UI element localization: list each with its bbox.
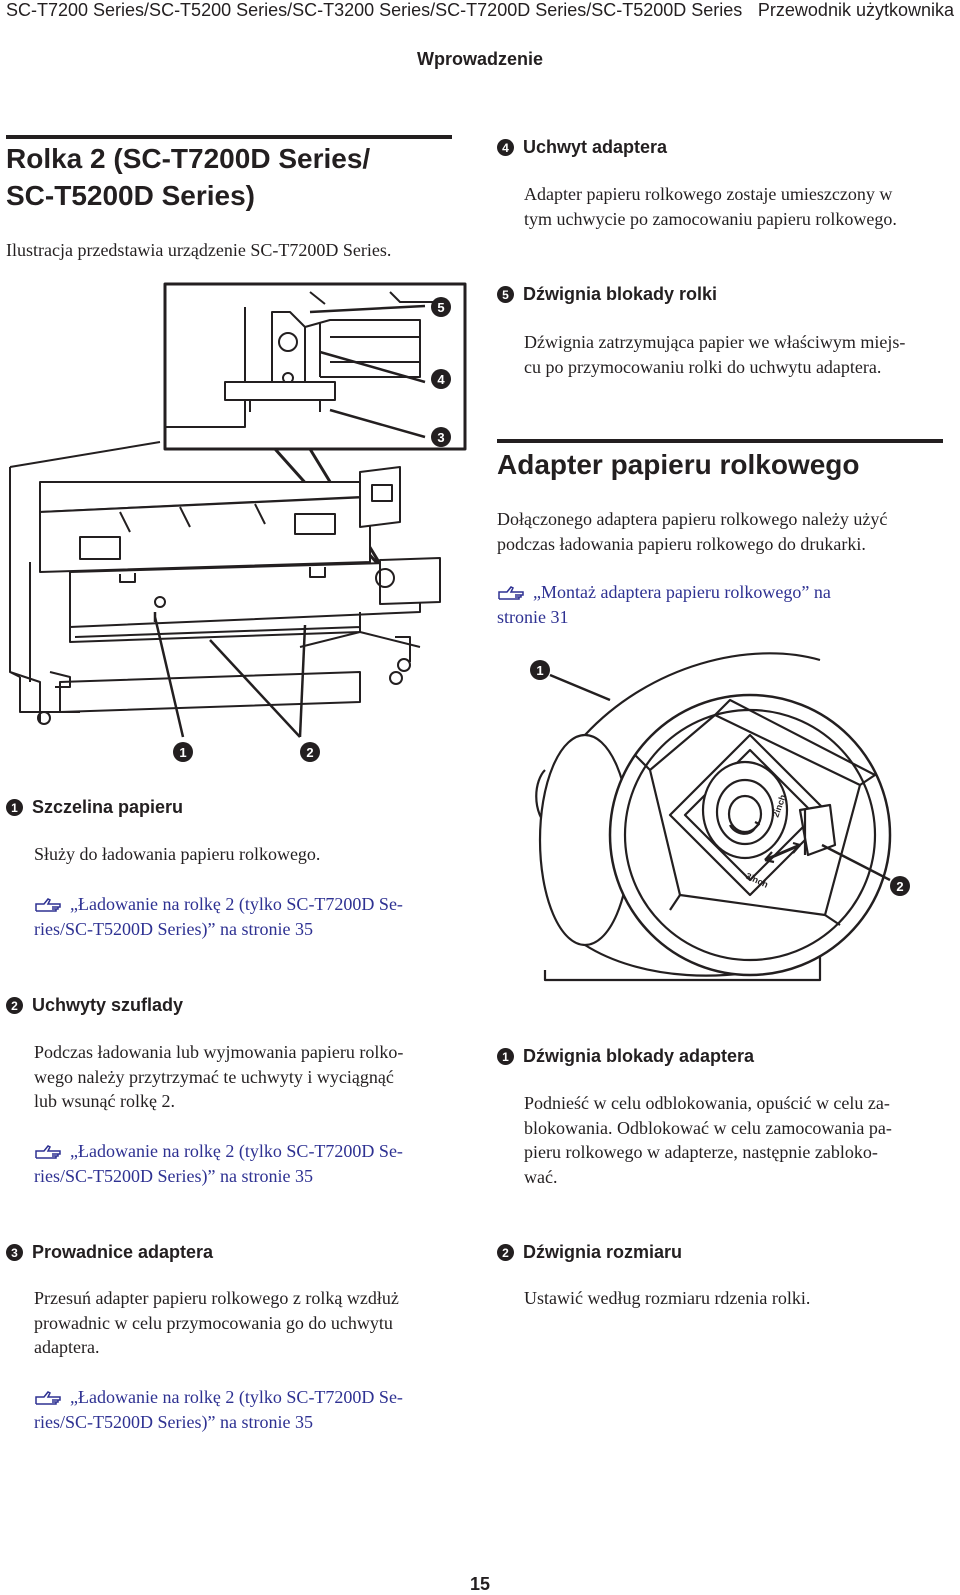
adapter-callout-badge-2 bbox=[890, 876, 910, 896]
callout-2: 2 bbox=[306, 745, 313, 760]
pointing-hand-icon bbox=[498, 586, 524, 600]
header-series: SC-T7200 Series/SC-T5200 Series/SC-T3200… bbox=[6, 0, 743, 20]
pointing-hand-icon bbox=[35, 1145, 61, 1159]
callout-badge-2 bbox=[300, 742, 320, 762]
roll2-intro: Ilustracja przedstawia urządzenie SC-T72… bbox=[6, 240, 392, 260]
link-loading-roll2-1[interactable]: „Ładowanie na rolkę 2 (tylko SC-T7200D S… bbox=[34, 894, 403, 939]
heading-rule-left bbox=[6, 135, 452, 139]
page-number: 15 bbox=[469, 1574, 491, 1594]
link-loading-roll2-2[interactable]: „Ładowanie na rolkę 2 (tylko SC-T7200D S… bbox=[34, 1141, 403, 1186]
adapter-callout-badge-1 bbox=[530, 660, 550, 680]
item-size-lever-text: Ustawić według rozmiaru rdzenia rolki. bbox=[524, 1288, 811, 1308]
adapter-callout-1: 1 bbox=[536, 663, 543, 678]
callout-badge-5 bbox=[431, 297, 451, 317]
link-loading-roll2-3[interactable]: „Ładowanie na rolkę 2 (tylko SC-T7200D S… bbox=[34, 1387, 403, 1432]
link-mounting-adapter[interactable]: „Montaż adaptera papieru rolkowego” na s… bbox=[497, 582, 831, 627]
callout-1: 1 bbox=[179, 745, 186, 760]
item-paper-slot-text: Służy do ładowania papieru rolkowego. bbox=[34, 844, 321, 864]
item-adapter-holder-text: Adapter papieru rolkowego zostaje umiesz… bbox=[524, 184, 897, 229]
callout-5: 5 bbox=[437, 300, 444, 315]
callout-badge-4 bbox=[431, 369, 451, 389]
header-guide-title: Przewodnik użytkownika bbox=[757, 0, 954, 20]
heading-roll2: Rolka 2 (SC-T7200D Series/ SC-T5200D Ser… bbox=[6, 143, 371, 211]
pointing-hand-icon bbox=[35, 898, 61, 912]
item-adapter-guides-text: Przesuń adapter papieru rolkowego z rolk… bbox=[34, 1288, 399, 1357]
item-drawer-handles-text: Podczas ładowania lub wyjmowania papieru… bbox=[34, 1042, 404, 1111]
callout-4: 4 bbox=[437, 372, 445, 387]
item-adapter-lock-lever-text: Podnieść w celu odblokowania, opuścić w … bbox=[524, 1093, 892, 1187]
heading-roll-adapter: Adapter papieru rolkowego bbox=[497, 449, 860, 480]
item-roll-lock-lever-text: Dźwignia zatrzymująca papier we właściwy… bbox=[524, 332, 906, 377]
heading-rule-right bbox=[497, 439, 943, 443]
roll-adapter-intro: Dołączonego adaptera papieru rolkowego n… bbox=[497, 509, 888, 554]
pointing-hand-icon bbox=[35, 1391, 61, 1405]
callout-badge-3 bbox=[431, 427, 451, 447]
adapter-callout-2: 2 bbox=[896, 879, 903, 894]
roll-adapter-illustration: 2inch 3inch 1 2 bbox=[530, 652, 910, 982]
section-title: Wprowadzenie bbox=[416, 49, 543, 69]
callout-3: 3 bbox=[437, 430, 444, 445]
printer-roll2-illustration: 5 4 3 1 2 bbox=[9, 282, 467, 762]
callout-badge-1 bbox=[173, 742, 193, 762]
